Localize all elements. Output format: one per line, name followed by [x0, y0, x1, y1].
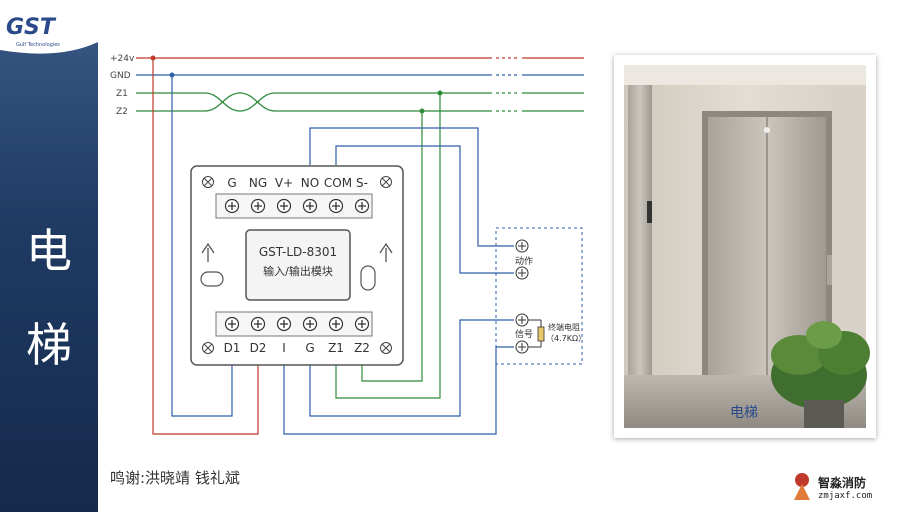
bottom-terminal-label-d2: D2 — [250, 341, 267, 355]
io-module: G NG V+ NO COM S- D1 D2 I G Z1 Z2 GST-LD… — [190, 165, 404, 366]
signal-label: 信号 — [515, 328, 533, 340]
wire-com-to-action — [335, 145, 514, 274]
top-terminal-label-g: G — [227, 176, 236, 190]
wire-gnd-to-d1 — [171, 75, 233, 417]
mounting-slot-right — [360, 265, 376, 291]
watermark-url: zmjaxf.com — [818, 491, 873, 501]
sidebar-title-char-2: 梯 — [26, 318, 72, 372]
action-label: 动作 — [515, 255, 533, 267]
top-terminal-screw-6 — [354, 198, 370, 214]
bottom-terminal-label-d1: D1 — [224, 341, 241, 355]
elevator-control-box — [495, 227, 583, 365]
module-corner-screw-tr — [380, 176, 392, 188]
top-terminal-screw-3 — [276, 198, 292, 214]
bottom-terminal-screw-1 — [224, 316, 240, 332]
watermark-logo-icon — [794, 473, 810, 500]
top-terminal-label-vplus: V+ — [275, 176, 293, 190]
wire-i-to-signal — [283, 346, 514, 435]
wire-24v-to-d2 — [152, 58, 259, 435]
action-terminal-1 — [515, 239, 529, 253]
gst-logo: GST Gulf Technologies — [0, 0, 98, 54]
up-arrow-right-icon — [379, 242, 393, 262]
plant-decoration — [771, 321, 870, 428]
bottom-terminal-label-i: I — [282, 341, 286, 355]
resistor-label: 终端电阻 — [548, 322, 580, 332]
action-terminal-2 — [515, 266, 529, 280]
signal-terminal-2 — [515, 340, 529, 354]
top-terminal-label-no: NO — [301, 176, 319, 190]
acknowledgement-caption: 鸣谢:洪晓靖 钱礼斌 — [110, 469, 240, 487]
wire-z1-to-module — [335, 93, 441, 399]
wire-z2-to-module — [361, 111, 423, 382]
end-resistor-icon — [528, 319, 545, 348]
bottom-terminal-label-z2: Z2 — [354, 341, 370, 355]
logo-subtext: Gulf Technologies — [16, 42, 60, 48]
module-model-label: GST-LD-8301 — [259, 245, 337, 259]
bus-z1-line — [136, 92, 584, 112]
module-corner-screw-br — [380, 342, 392, 354]
photo-label: 电梯 — [730, 405, 758, 421]
bus-label-24v: +24v — [110, 54, 135, 64]
bus-label-gnd: GND — [110, 71, 131, 81]
top-terminal-label-com: COM — [324, 176, 352, 190]
top-terminal-screw-1 — [224, 198, 240, 214]
bus-label-z1: Z1 — [116, 89, 128, 99]
bottom-terminal-label-z1: Z1 — [328, 341, 344, 355]
bottom-terminal-screw-5 — [328, 316, 344, 332]
up-arrow-left-icon — [201, 242, 215, 262]
resistor-value: （4.7KΩ） — [546, 334, 586, 343]
sidebar-title-char-1: 电 — [26, 224, 72, 278]
top-terminal-screw-4 — [302, 198, 318, 214]
bottom-terminal-screw-2 — [250, 316, 266, 332]
mounting-slot-left — [200, 271, 224, 287]
wire-g-to-signal — [309, 319, 514, 417]
logo-text: GST — [6, 15, 57, 40]
bottom-terminal-screw-6 — [354, 316, 370, 332]
elevator-photo-frame — [614, 55, 876, 438]
bottom-terminal-screw-3 — [276, 316, 292, 332]
module-name-label: 输入/输出模块 — [263, 264, 333, 278]
wire-no-to-action — [309, 127, 514, 247]
signal-terminal-1 — [515, 313, 529, 327]
top-terminal-label-ng: NG — [249, 176, 267, 190]
bottom-terminal-label-g: G — [305, 341, 314, 355]
top-terminal-screw-2 — [250, 198, 266, 214]
top-terminal-label-s-: S- — [356, 176, 368, 190]
elevator-photo — [624, 65, 870, 428]
watermark-text: 智淼消防 — [818, 476, 867, 490]
bus-label-z2: Z2 — [116, 107, 128, 117]
module-corner-screw-tl — [202, 176, 214, 188]
top-terminal-screw-5 — [328, 198, 344, 214]
bus-z2-line — [136, 92, 584, 112]
module-corner-screw-bl — [202, 342, 214, 354]
sidebar: GST Gulf Technologies 电 梯 — [0, 0, 98, 512]
bottom-terminal-screw-4 — [302, 316, 318, 332]
